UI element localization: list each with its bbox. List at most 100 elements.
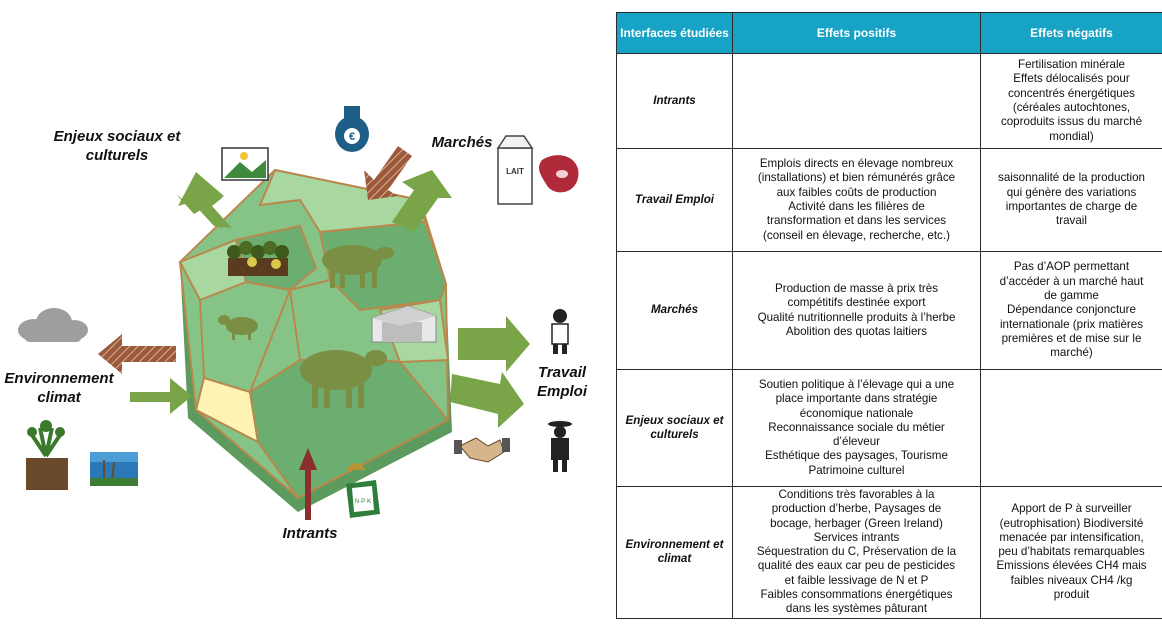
positive-effect-line: Patrimoine culturel: [736, 464, 977, 478]
positive-effect-line: dans les systèmes pâturant: [736, 602, 977, 616]
wetland-icon: [90, 452, 138, 486]
row-interface-cell: Enjeux sociaux et culturels: [617, 370, 733, 487]
positive-effect-line: Abolition des quotas laitiers: [736, 325, 977, 339]
positive-effect-line: (installations) et bien rémunérés grâce: [736, 171, 977, 185]
negative-effect-line: qui génère des variations: [984, 186, 1159, 200]
positive-effect-line: Services intrants: [736, 531, 977, 545]
arrow-env-out: [98, 334, 176, 374]
positive-effects-cell: Emplois directs en élevage nombreux(inst…: [733, 149, 981, 252]
negative-effect-line: importantes de charge de: [984, 200, 1159, 214]
negative-effect-line: produit: [984, 588, 1159, 602]
positive-effect-line: (conseil en élevage, recherche, etc.): [736, 229, 977, 243]
negative-effect-line: Effets délocalisés pour: [984, 72, 1159, 86]
negative-effect-line: Fertilisation minérale: [984, 58, 1159, 72]
negative-effect-line: travail: [984, 214, 1159, 228]
negative-effect-line: concentrés énergétiques: [984, 87, 1159, 101]
trees-icon: [227, 241, 289, 276]
farmer-icon: [552, 309, 568, 354]
landscape-picture-icon: [222, 148, 268, 180]
cloud-icon: [18, 308, 88, 342]
positive-effects-cell: [733, 54, 981, 149]
svg-text:N·P·K: N·P·K: [355, 499, 371, 505]
positive-effect-line: Conditions très favorables à la: [736, 488, 977, 502]
row-interface-cell: Travail Emploi: [617, 149, 733, 252]
negative-effect-line: internationale (prix matières: [984, 318, 1159, 332]
negative-effects-cell: Apport de P à surveiller(eutrophisation)…: [981, 487, 1162, 619]
positive-effect-line: Faibles consommations énergétiques: [736, 588, 977, 602]
header-positive: Effets positifs: [733, 13, 981, 54]
npk-bag-icon: N·P·K: [346, 480, 380, 518]
label-travail: Travail Emploi: [522, 364, 602, 402]
label-environnement: Environnement climat: [4, 370, 114, 408]
positive-effect-line: Reconnaissance sociale du métier: [736, 421, 977, 435]
positive-effect-line: Production de masse à prix très: [736, 282, 977, 296]
positive-effect-line: compétitifs destinée export: [736, 296, 977, 310]
negative-effect-line: peu d’habitats remarquables: [984, 545, 1159, 559]
arrow-travail-2: [450, 372, 524, 428]
money-bag-icon: €: [335, 106, 369, 152]
table-header-row: Interfaces étudiées Effets positifs Effe…: [617, 13, 1162, 54]
positive-effect-line: économique nationale: [736, 407, 977, 421]
effects-table: Interfaces étudiées Effets positifs Effe…: [616, 12, 1162, 619]
header-negative: Effets négatifs: [981, 13, 1162, 54]
positive-effect-line: Soutien politique à l’élevage qui a une: [736, 378, 977, 392]
negative-effect-line: de gamme: [984, 289, 1159, 303]
negative-effect-line: menacée par intensification,: [984, 531, 1159, 545]
farmer-hat-icon: [548, 421, 572, 472]
negative-effect-line: (eutrophisation) Biodiversité: [984, 517, 1159, 531]
negative-effect-line: d’accéder à un marché haut: [984, 275, 1159, 289]
negative-effects-cell: [981, 370, 1162, 487]
negative-effect-line: coproduits issus du marché: [984, 115, 1159, 129]
negative-effect-line: premières et de mise sur le: [984, 332, 1159, 346]
row-interface-cell: Marchés: [617, 252, 733, 370]
positive-effect-line: production d’herbe, Paysages de: [736, 502, 977, 516]
plant-soil-icon: [26, 420, 68, 490]
farm-interfaces-diagram: € LAIT: [0, 0, 610, 636]
positive-effect-line: place importante dans stratégie: [736, 392, 977, 406]
positive-effect-line: transformation et dans les services: [736, 214, 977, 228]
label-marches: Marchés: [422, 134, 502, 153]
meat-icon: [539, 155, 578, 192]
positive-effect-line: Séquestration du C, Préservation de la: [736, 545, 977, 559]
negative-effect-line: Dépendance conjoncture: [984, 303, 1159, 317]
negative-effect-line: saisonnalité de la production: [984, 171, 1159, 185]
positive-effect-line: Activité dans les filières de: [736, 200, 977, 214]
arrow-travail-1: [458, 316, 530, 372]
row-interface-cell: Environnement et climat: [617, 487, 733, 619]
label-intrants: Intrants: [270, 525, 350, 544]
negative-effect-line: Pas d’AOP permettant: [984, 260, 1159, 274]
positive-effect-line: qualité des eaux car peu de pesticides: [736, 559, 977, 573]
negative-effect-line: (céréales autochtones,: [984, 101, 1159, 115]
handshake-icon: [454, 438, 510, 462]
positive-effect-line: Qualité nutritionnelle produits à l’herb…: [736, 311, 977, 325]
row-interface-cell: Intrants: [617, 54, 733, 149]
negative-effect-line: Apport de P à surveiller: [984, 502, 1159, 516]
carton-text: LAIT: [506, 167, 524, 176]
negative-effect-line: marché): [984, 346, 1159, 360]
label-enjeux: Enjeux sociaux et culturels: [42, 128, 192, 166]
milk-carton-icon: LAIT: [498, 136, 532, 204]
positive-effect-line: bocage, herbager (Green Ireland): [736, 517, 977, 531]
positive-effect-line: Esthétique des paysages, Tourisme: [736, 449, 977, 463]
svg-text:€: €: [349, 131, 355, 143]
header-interfaces: Interfaces étudiées: [617, 13, 733, 54]
positive-effect-line: aux faibles coûts de production: [736, 186, 977, 200]
negative-effect-line: Emissions élevées CH4 mais: [984, 559, 1159, 573]
positive-effect-line: d’éleveur: [736, 435, 977, 449]
positive-effect-line: Emplois directs en élevage nombreux: [736, 157, 977, 171]
negative-effect-line: mondial): [984, 130, 1159, 144]
arrow-marches-in: [364, 146, 412, 200]
positive-effect-line: et faible lessivage de N et P: [736, 574, 977, 588]
arrow-env-in: [130, 378, 192, 414]
